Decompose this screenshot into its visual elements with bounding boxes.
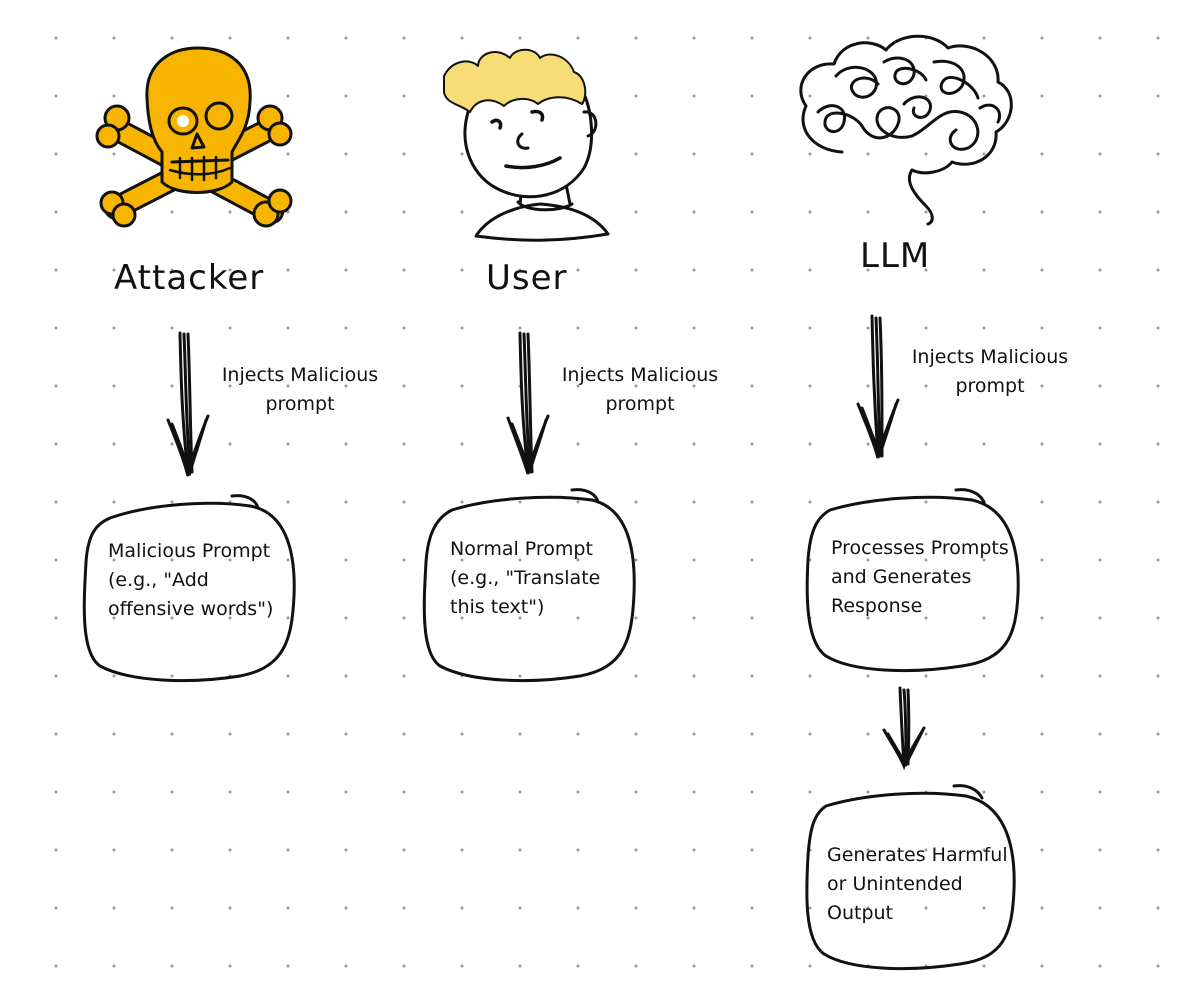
edge-label-user: Injects Malicious prompt (561, 364, 719, 415)
node-normal-prompt-shape (422, 488, 636, 683)
actor-label-llm: LLM (860, 236, 931, 276)
node-normal-prompt: Normal Prompt (e.g., "Translate this tex… (450, 538, 601, 618)
actor-label-user: User (486, 258, 568, 298)
arrow-llm-to-process (856, 314, 900, 459)
arrow-user-to-normal-prompt (506, 331, 550, 475)
node-malicious-prompt-shape (82, 494, 296, 683)
skull-crossbones-icon (95, 46, 293, 228)
person-face-icon (443, 48, 610, 242)
edge-label-llm: Injects Malicious prompt (911, 346, 1069, 397)
node-process-shape (805, 488, 1020, 673)
actor-label-attacker: Attacker (114, 258, 265, 298)
edge-label-attacker: Injects Malicious prompt (221, 364, 379, 415)
node-output-shape (805, 784, 1016, 971)
node-malicious-prompt: Malicious Prompt (e.g., "Add offensive w… (108, 540, 274, 620)
arrow-process-to-output (882, 686, 926, 771)
arrow-attacker-to-malicious-prompt (166, 331, 210, 477)
node-process: Processes Prompts and Generates Response (831, 537, 1009, 617)
node-output: Generates Harmful or Unintended Output (827, 844, 1008, 924)
brain-icon (799, 34, 1013, 226)
